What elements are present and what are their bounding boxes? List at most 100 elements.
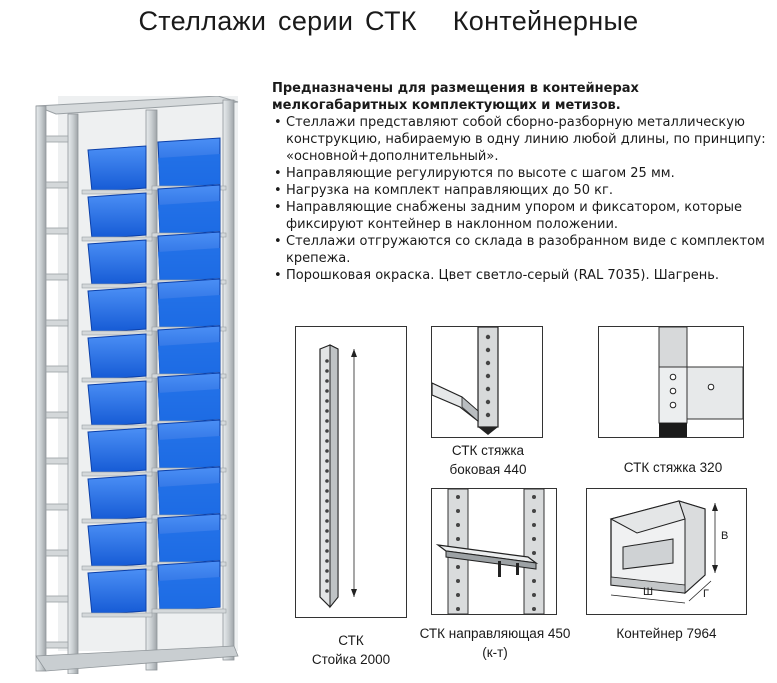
mount-hole bbox=[325, 519, 329, 523]
guide-rail bbox=[81, 518, 153, 524]
mount-hole bbox=[532, 537, 536, 541]
container-bin-front bbox=[158, 342, 220, 376]
container-bin-front bbox=[158, 154, 220, 188]
guide-rail bbox=[81, 330, 153, 336]
mount-hole bbox=[325, 499, 329, 503]
mount-hole bbox=[325, 399, 329, 403]
side-rung bbox=[45, 457, 69, 465]
styazhka-bok-panel bbox=[431, 326, 543, 438]
mount-hole bbox=[325, 469, 329, 473]
side-rung bbox=[45, 181, 69, 189]
description-block: Предназначены для размещения в контейнер… bbox=[272, 80, 772, 284]
rack-illustration bbox=[28, 95, 248, 675]
side-rung bbox=[45, 595, 69, 603]
container-bin-front bbox=[158, 577, 220, 611]
guide-rail bbox=[81, 189, 153, 195]
feature-item: Направляющие снабжены задним упором и фи… bbox=[272, 199, 772, 233]
styazhka-bok-caption: СТК стяжка боковая 440 bbox=[449, 443, 527, 477]
mount-hole bbox=[485, 399, 491, 405]
mount-hole bbox=[456, 565, 460, 569]
stoyka-caption: СТК Стойка 2000 bbox=[311, 633, 391, 667]
napravlyayushchaya-drawing bbox=[435, 489, 545, 614]
mount-hole bbox=[325, 359, 329, 363]
container-bin-front bbox=[158, 530, 220, 564]
description-lead: Предназначены для размещения в контейнер… bbox=[272, 81, 639, 113]
mount-hole bbox=[485, 373, 491, 379]
container-bin-left bbox=[87, 380, 147, 428]
mount-hole bbox=[456, 579, 460, 583]
mount-hole bbox=[532, 523, 536, 527]
bolt-hole bbox=[669, 373, 677, 381]
title-series: Стеллажи серии СТК bbox=[138, 6, 417, 36]
container-bin-front bbox=[158, 483, 220, 517]
feature-item: Стеллажи отгружаются со склада в разобра… bbox=[272, 233, 772, 267]
container-bin-front bbox=[158, 295, 220, 329]
feature-list: Стеллажи представляют собой сборно-разбо… bbox=[272, 114, 772, 284]
side-rung bbox=[45, 319, 69, 327]
styazhka-320-caption: СТК стяжка 320 bbox=[623, 460, 723, 475]
mount-hole bbox=[325, 489, 329, 493]
container-bin-left bbox=[87, 333, 147, 381]
container-bin-left bbox=[87, 427, 147, 475]
mount-hole bbox=[532, 551, 536, 555]
feature-item: Нагрузка на комплект направляющих до 50 … bbox=[272, 182, 772, 199]
feature-item: Направляющие регулируются по высоте с ша… bbox=[272, 165, 772, 182]
container-bin-left bbox=[87, 568, 147, 616]
side-rung bbox=[45, 641, 69, 649]
mount-hole bbox=[532, 579, 536, 583]
styazhka-320-panel bbox=[598, 326, 744, 438]
mount-hole bbox=[325, 529, 329, 533]
mount-hole bbox=[325, 379, 329, 383]
mount-hole bbox=[325, 539, 329, 543]
konteyner-drawing: В Ш Г bbox=[609, 500, 728, 604]
mount-hole bbox=[532, 509, 536, 513]
mount-hole bbox=[532, 593, 536, 597]
mount-hole bbox=[325, 589, 329, 593]
guide-rail bbox=[81, 565, 153, 571]
konteyner-panel: В Ш Г bbox=[586, 488, 747, 615]
side-rungs bbox=[45, 135, 69, 649]
mount-hole bbox=[485, 360, 491, 366]
container-bin-front bbox=[158, 201, 220, 235]
mount-hole bbox=[325, 459, 329, 463]
guide-rail bbox=[81, 377, 153, 383]
feature-item: Порошковая окраска. Цвет светло-серый (R… bbox=[272, 267, 772, 284]
container-bin-left bbox=[87, 145, 147, 193]
napravlyayushchaya-caption: СТК направляющая 450 (к-т) bbox=[419, 626, 571, 660]
container-bins bbox=[81, 137, 227, 618]
container-bin-left bbox=[87, 286, 147, 334]
mount-hole bbox=[325, 419, 329, 423]
mount-hole bbox=[532, 607, 536, 611]
feature-item: Стеллажи представляют собой сборно-разбо… bbox=[272, 114, 772, 165]
stoyka-drawing bbox=[319, 344, 357, 609]
bolt-hole bbox=[707, 383, 715, 391]
konteyner-caption: Контейнер 7964 bbox=[616, 626, 717, 641]
bolt-hole bbox=[669, 401, 677, 409]
mount-hole bbox=[325, 559, 329, 563]
rack-drawing bbox=[35, 95, 239, 675]
mount-hole bbox=[456, 509, 460, 513]
mount-hole bbox=[325, 569, 329, 573]
mount-hole bbox=[485, 386, 491, 392]
container-bin-left bbox=[87, 521, 147, 569]
side-rung bbox=[45, 135, 69, 143]
mount-hole bbox=[456, 523, 460, 527]
styazhka-320-drawing bbox=[658, 327, 743, 437]
mount-hole bbox=[456, 607, 460, 611]
mount-hole bbox=[325, 409, 329, 413]
styazhka-bok-drawing bbox=[432, 327, 499, 435]
guide-rail bbox=[81, 424, 153, 430]
dim-height-label: В bbox=[721, 530, 728, 542]
mount-hole bbox=[485, 347, 491, 353]
dim-depth-label: Г bbox=[703, 588, 709, 600]
mount-hole bbox=[532, 495, 536, 499]
side-rung bbox=[45, 411, 69, 419]
mount-hole bbox=[325, 439, 329, 443]
guide-rail bbox=[81, 612, 153, 618]
container-bin-left bbox=[87, 239, 147, 287]
mount-hole bbox=[325, 579, 329, 583]
side-rung bbox=[45, 549, 69, 557]
guide-rail bbox=[151, 608, 227, 614]
mount-hole bbox=[325, 389, 329, 393]
side-rung bbox=[45, 227, 69, 235]
